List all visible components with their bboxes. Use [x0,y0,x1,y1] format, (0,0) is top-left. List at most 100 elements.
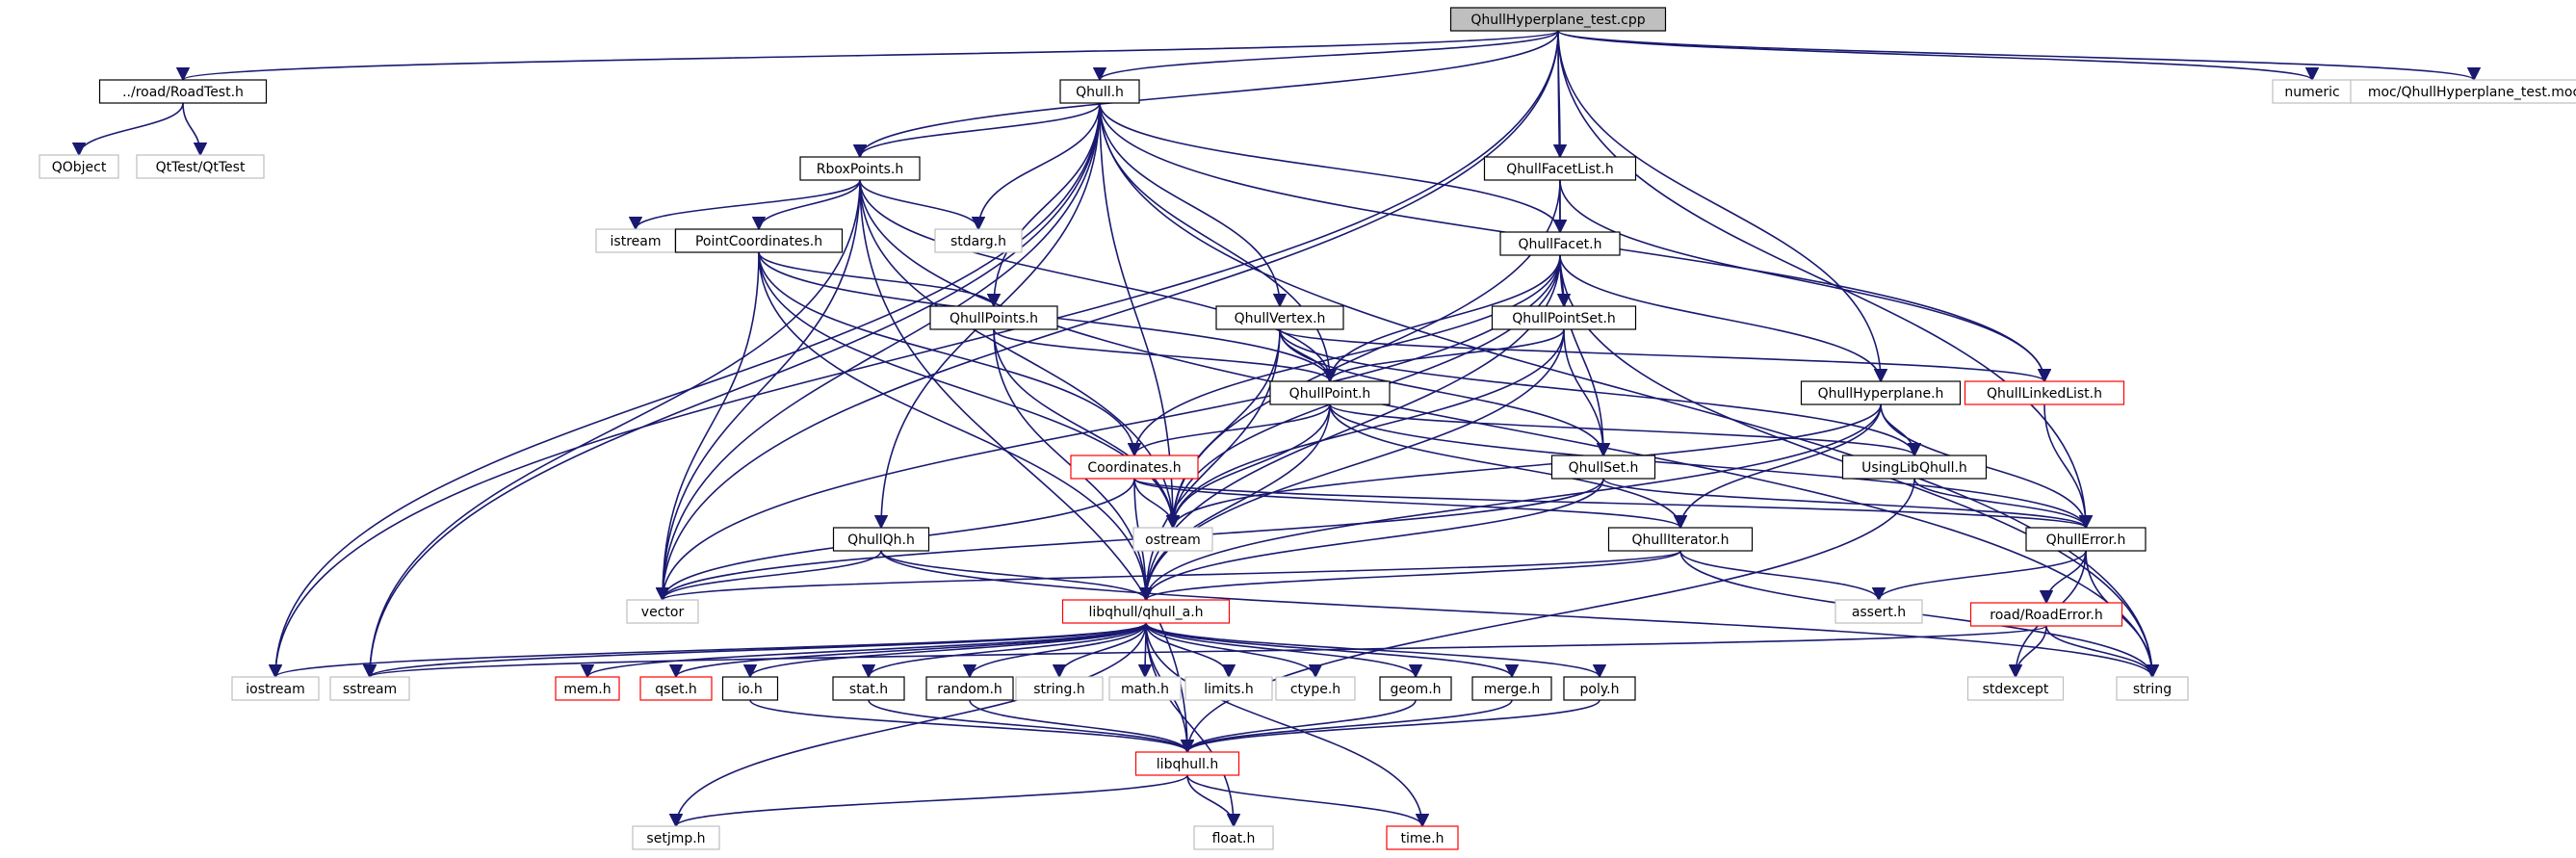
edge-root-to-qhullhyperplane [1557,30,1888,383]
node-label: QhullPointSet.h [1512,311,1616,326]
edge-qhullvertex-to-usinglibqhull [1279,328,1922,457]
edge-mergeh-to-libqhull [1180,699,1513,754]
node-qhullset[interactable]: QhullSet.h [1550,455,1656,480]
node-label: random.h [937,682,1002,697]
edge-qhull_a-to-iostream [269,622,1147,679]
edge-qhullpoint-to-qhulliterator [1329,403,1688,530]
node-qseth[interactable]: qset.h [639,676,713,701]
edge-line [1279,328,1611,457]
edge-line [880,550,2159,679]
node-label: stdexcept [1983,682,2049,697]
node-timeh[interactable]: time.h [1386,825,1459,850]
node-qhullpoint[interactable]: QhullPoint.h [1269,380,1391,405]
edge-root-to-roadtest [176,30,1559,82]
edge-root-to-numeric [1557,30,2319,82]
node-qhull_h[interactable]: Qhull.h [1059,79,1140,104]
node-label: libqhull/qhull_a.h [1088,605,1203,620]
node-qhulllinkedlist[interactable]: QhullLinkedList.h [1964,380,2125,405]
edge-line [362,179,861,679]
edge-line [859,179,2160,679]
node-label: moc/QhullHyperplane_test.moc [2368,85,2576,100]
edge-roadtest-to-qobject [71,102,184,157]
node-rboxpoints[interactable]: RboxPoints.h [799,156,921,181]
edge-pointcoords-to-coordinates [758,251,1142,457]
edge-line [655,30,1559,602]
edge-qhull_a-to-polyh [1145,622,1606,679]
edge-qhullqh-to-string [880,550,2159,679]
node-root[interactable]: QhullHyperplane_test.cpp [1449,7,1667,32]
node-roaderror[interactable]: road/RoadError.h [1969,602,2123,627]
edge-qhullhyperplane-to-ostream [1165,403,1882,530]
node-roadtest[interactable]: ../road/RoadTest.h [98,79,268,104]
edge-line [852,102,1101,159]
edge-line [1563,328,1611,457]
node-box [555,676,620,701]
node-box [595,228,676,253]
node-usinglibqhull[interactable]: UsingLibQhull.h [1841,455,1988,480]
node-memh[interactable]: mem.h [555,676,620,701]
edge-line [1165,328,1281,530]
edge-line [1557,30,1888,383]
node-qhullvertex[interactable]: QhullVertex.h [1215,305,1344,330]
edge-coordinates-to-qhulliterator [1133,478,1687,530]
node-mergeh[interactable]: merge.h [1471,676,1552,701]
node-qhullpoints[interactable]: QhullPoints.h [929,305,1058,330]
node-box [934,228,1023,253]
edge-rboxpoints-to-vector [655,179,861,602]
edge-line [1133,478,2093,530]
edge-pointcoords-to-qhullpoints [758,251,1002,308]
node-label: QObject [52,160,107,175]
node-qhullfacetlist[interactable]: QhullFacetList.h [1483,156,1637,181]
edge-line [962,622,1147,679]
node-numeric: numeric [2272,79,2353,104]
edge-rboxpoints-to-sstream [362,179,861,679]
node-label: io.h [738,682,763,697]
edge-qhull_a-to-stath [861,622,1147,679]
node-label: Coordinates.h [1087,460,1181,476]
node-qhullhyperplane[interactable]: QhullHyperplane.h [1800,380,1962,405]
edge-qhullvertex-to-qhull_a [1138,328,1281,602]
node-label: limits.h [1204,682,1253,697]
node-label: stat.h [849,682,888,697]
node-coordinates[interactable]: Coordinates.h [1070,455,1199,480]
edge-qhullfacet-to-qhullset [1559,254,1611,457]
node-qhullerror[interactable]: QhullError.h [2025,527,2147,552]
edge-line [1145,622,1430,828]
edge-qhullpoints-to-qhull_a [993,328,1154,602]
node-label: geom.h [1390,682,1441,697]
node-libqhull[interactable]: libqhull.h [1134,751,1240,776]
node-randomh[interactable]: random.h [925,676,1014,701]
edge-qhullvertex-to-qhulllinkedlist [1279,328,2051,383]
node-qhullfacet[interactable]: QhullFacet.h [1499,231,1621,256]
node-label: QhullError.h [2046,533,2126,548]
node-qhullpointset[interactable]: QhullPointSet.h [1491,305,1637,330]
edge-qhull_a-to-sstream [363,622,1147,679]
edge-qhull_h-to-ostream [1099,102,1181,530]
node-box [1841,455,1988,480]
edge-line [628,179,861,231]
edge-qhullfacet-to-vector [655,254,1561,602]
node-label: QhullPoints.h [950,311,1038,326]
node-qhulliterator[interactable]: QhullIterator.h [1607,527,1754,552]
node-stath[interactable]: stat.h [832,676,905,701]
node-geomh[interactable]: geom.h [1379,676,1452,701]
node-box [1471,676,1552,701]
edge-line [1145,622,1520,679]
node-label: stdarg.h [950,234,1006,249]
node-box [1483,156,1637,181]
edge-line [176,30,1559,82]
node-box [1134,751,1240,776]
edge-line [1145,622,1423,679]
node-label: QhullPoint.h [1289,386,1371,402]
node-qhullqh[interactable]: QhullQh.h [832,527,930,552]
edge-line [1145,622,1241,828]
edge-qhull_h-to-stdarg [971,102,1101,231]
node-box [1499,231,1621,256]
node-limitsh: limits.h [1184,676,1273,701]
node-ioh[interactable]: io.h [721,676,779,701]
edge-polyh-to-libqhull [1181,699,1600,754]
node-polyh[interactable]: poly.h [1563,676,1636,701]
node-pointcoords[interactable]: PointCoordinates.h [674,228,844,253]
node-qhull_a[interactable]: libqhull/qhull_a.h [1061,599,1231,624]
edge-stath-to-libqhull [868,699,1195,754]
